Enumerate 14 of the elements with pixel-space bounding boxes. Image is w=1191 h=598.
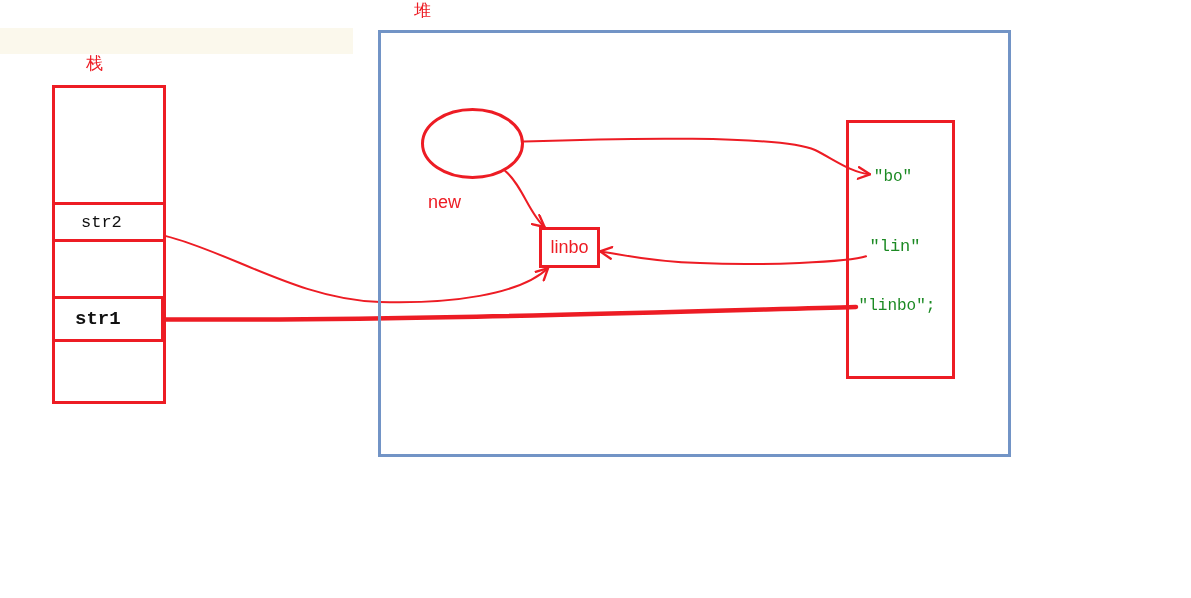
memory-cell: str1 [52,296,164,342]
heading: 栈 [86,54,103,74]
node-label: new [428,191,462,213]
string-literal: "bo" [870,166,916,188]
object-box: linbo [539,227,600,268]
memory-cell: str2 [52,202,166,242]
outline-box [846,120,955,379]
arrow [504,169,546,229]
heading: 堆 [414,1,431,21]
string-literal: "lin" [866,235,924,257]
arrow [598,246,867,265]
arrow [165,235,550,304]
string-literal: "linbo"; [856,295,938,317]
arrow [522,137,872,180]
